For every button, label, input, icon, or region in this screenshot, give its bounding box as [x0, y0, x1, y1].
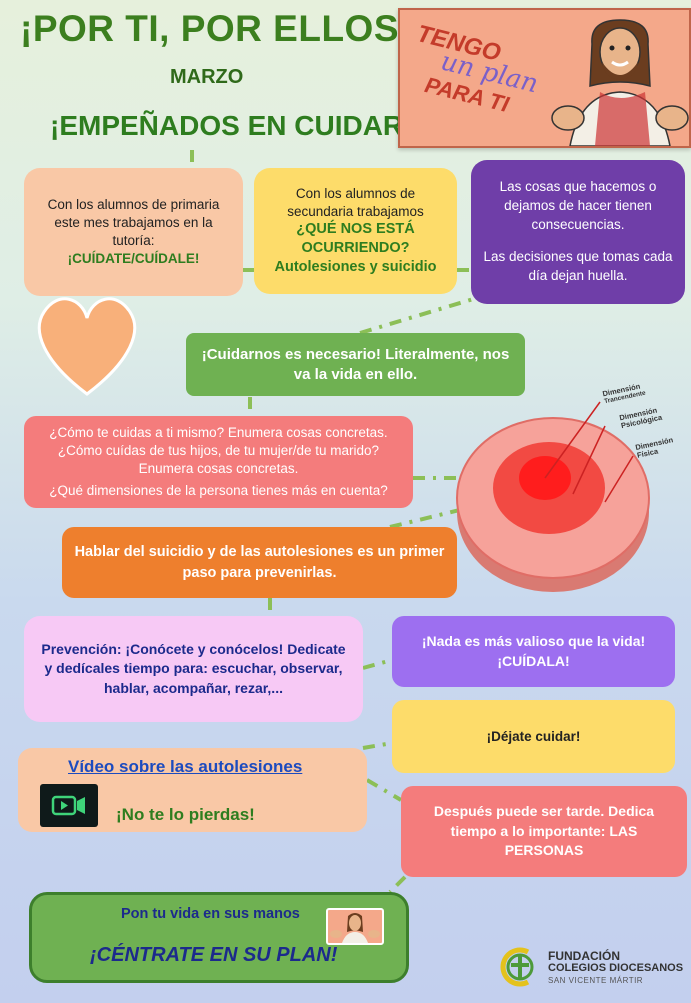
primary-students-box: Con los alumnos de primaria este mes tra…: [24, 168, 243, 296]
necessary-box: ¡Cuidarnos es necesario! Literalmente, n…: [186, 333, 525, 396]
later-box: Después puede ser tarde. Dedica tiempo a…: [401, 786, 687, 877]
secondary-highlight: ¿QUÉ NOS ESTÁ OCURRIENDO? Autolesiones y…: [274, 221, 437, 275]
secondary-students-box: Con los alumnos de secundaria trabajamos…: [254, 168, 457, 294]
logo-line2: COLEGIOS DIOCESANOS: [548, 962, 684, 974]
talk-box: Hablar del suicidio y de las autolesione…: [62, 527, 457, 598]
consequences-box: Las cosas que hacemos o dejamos de hacer…: [471, 160, 685, 304]
let-care-box: ¡Déjate cuidar!: [392, 700, 675, 773]
nothing-valuable-box: ¡Nada es más valioso que la vida! ¡CUÍDA…: [392, 616, 675, 687]
logo-line1: FUNDACIÓN: [548, 949, 620, 963]
month-label: MARZO: [170, 66, 244, 88]
jesus-thumbnail-image: [326, 908, 384, 945]
video-subtitle: ¡No te lo pierdas!: [116, 805, 255, 824]
dimensions-diagram: [456, 401, 650, 592]
video-link[interactable]: Vídeo sobre las autolesiones: [68, 757, 303, 776]
foundation-logo-icon: [500, 947, 534, 987]
plan-line2: ¡CÉNTRATE EN SU PLAN!: [90, 944, 338, 966]
secondary-text: Con los alumnos de secundaria trabajamos: [287, 186, 424, 219]
plan-line1: Pon tu vida en sus manos: [121, 906, 300, 922]
primary-highlight: ¡CUÍDATE/CUÍDALE!: [67, 251, 200, 267]
prevention-box: Prevención: ¡Conócete y conócelos! Dedic…: [24, 616, 363, 722]
jesus-illustration: [551, 19, 689, 146]
consequences-text-2: Las decisiones que tomas cada día dejan …: [483, 249, 673, 284]
questions-box: ¿Cómo te cuidas a ti mismo? Enumera cosa…: [24, 416, 413, 508]
page-title: ¡POR TI, POR ELLOS!: [20, 8, 412, 49]
consequences-text-1: Las cosas que hacemos o dejamos de hacer…: [499, 178, 657, 232]
question-2: ¿Cómo cuídas de tus hijos, de tu mujer/d…: [57, 443, 380, 477]
question-1: ¿Cómo te cuidas a ti mismo? Enumera cosa…: [49, 425, 388, 440]
video-camera-icon[interactable]: [40, 784, 98, 827]
plan-banner-image: TENGO un plan PARA TI: [398, 8, 691, 148]
primary-text: Con los alumnos de primaria este mes tra…: [47, 196, 220, 248]
question-3: ¿Qué dimensiones de la persona tienes má…: [49, 482, 388, 498]
heart-icon: [37, 297, 137, 396]
logo-line3: SAN VICENTE MÁRTIR: [548, 976, 644, 985]
